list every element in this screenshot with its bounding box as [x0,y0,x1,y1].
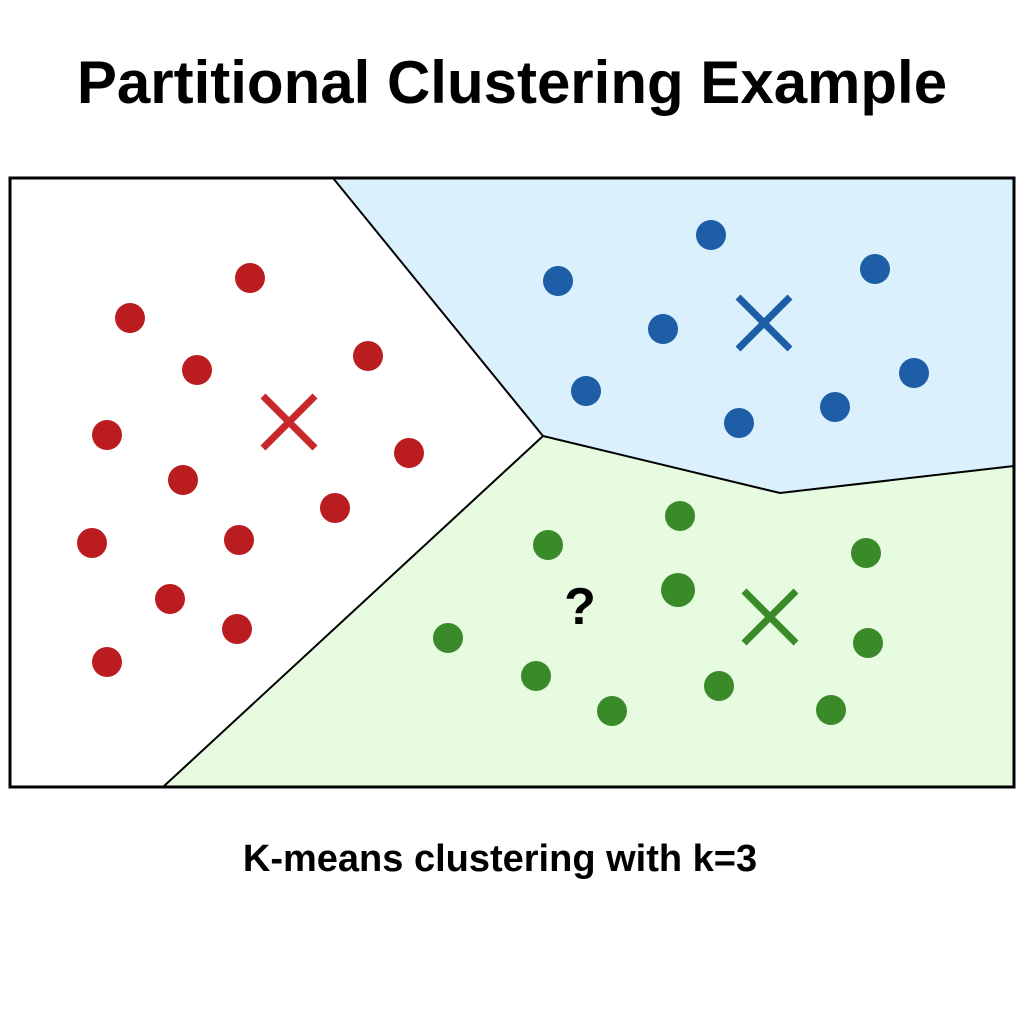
centroid-blue-icon [735,294,793,352]
data-point-green [851,538,881,568]
data-point-red [182,355,212,385]
data-point-blue [696,220,726,250]
plot-frame [8,176,1016,789]
region-red [10,178,543,787]
data-point-blue [899,358,929,388]
centroid-red-icon [260,393,318,451]
data-point-red [394,438,424,468]
data-point-red [168,465,198,495]
data-point-green [597,696,627,726]
data-point-green [521,661,551,691]
diagram-caption: K-means clustering with k=3 [242,838,758,880]
data-point-green [533,530,563,560]
data-point-green [853,628,883,658]
data-point-green [661,573,695,607]
data-point-red [77,528,107,558]
data-point-red [224,525,254,555]
data-point-blue [648,314,678,344]
unknown-marker: ? [564,578,596,636]
diagram-title: Partitional Clustering Example [76,49,948,116]
data-point-green [816,695,846,725]
data-point-red [155,584,185,614]
boundary-line [542,435,1015,495]
data-point-red [92,647,122,677]
data-point-blue [724,408,754,438]
data-point-red [92,420,122,450]
data-point-green [433,623,463,653]
data-point-red [222,614,252,644]
data-point-blue [543,266,573,296]
data-point-blue [571,376,601,406]
data-point-red [353,341,383,371]
centroid-green-icon [741,588,799,646]
data-point-blue [820,392,850,422]
data-point-blue [860,254,890,284]
data-point-red [115,303,145,333]
region-green [163,436,1014,787]
data-point-red [235,263,265,293]
data-point-green [704,671,734,701]
data-point-red [320,493,350,523]
data-point-green [665,501,695,531]
